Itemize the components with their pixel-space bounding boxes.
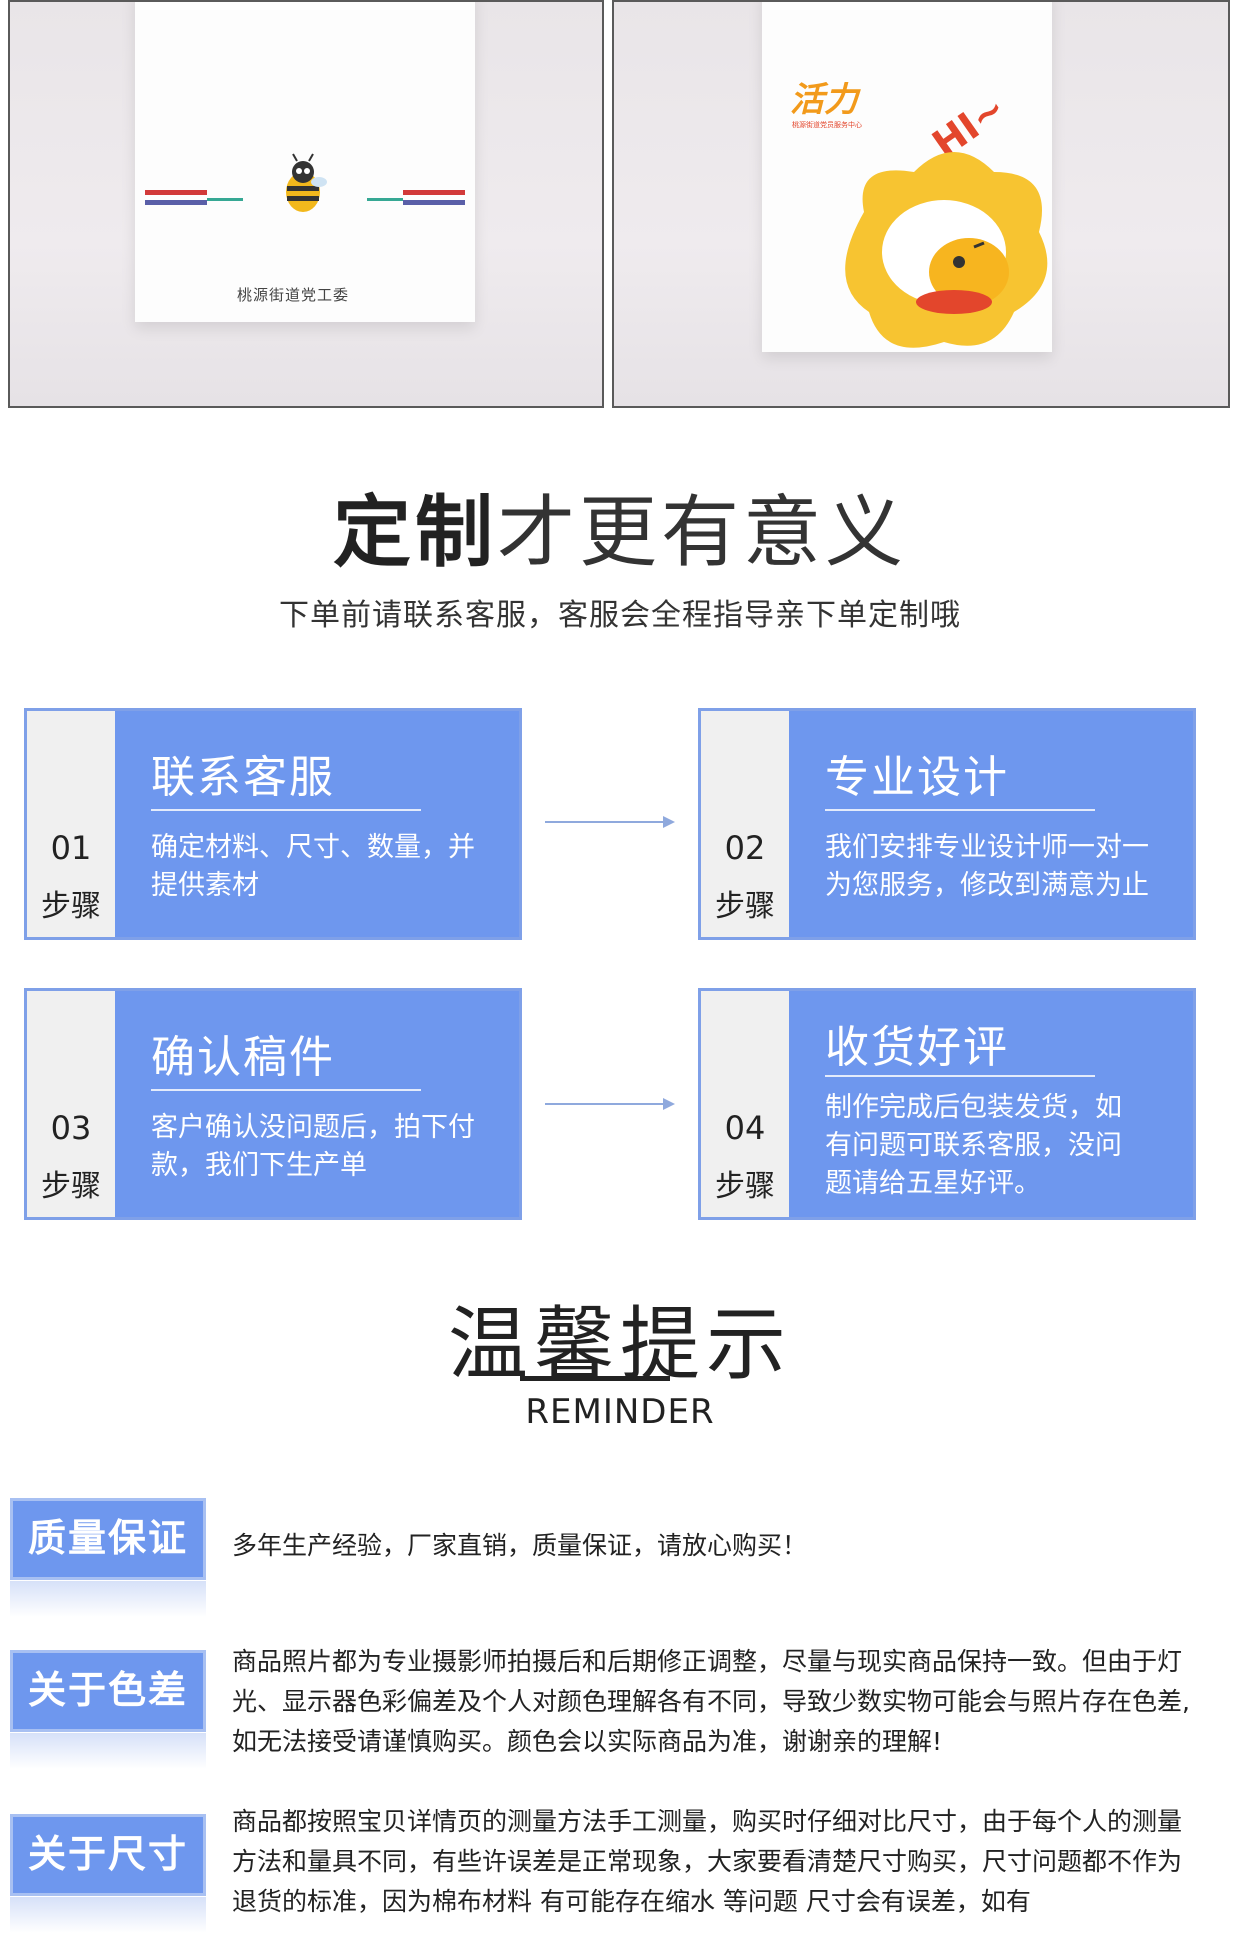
step-description: 我们安排专业设计师一对一为您服务，修改到满意为止 [825, 832, 1149, 901]
step-label: 步骤 [715, 1169, 775, 1204]
note-text-quality: 多年生产经验，厂家直销，质量保证，请放心购买！ [232, 1531, 808, 1560]
step-divider [151, 1089, 421, 1091]
bee-mascot-icon [286, 153, 327, 212]
step-index-panel: 03 步骤 [27, 991, 115, 1217]
step-divider [151, 809, 421, 811]
step-divider [825, 809, 1095, 811]
step-label: 步骤 [41, 1169, 101, 1204]
step-title: 收货好评 [825, 1022, 1009, 1073]
arrow-right-icon [545, 816, 675, 828]
step-label: 步骤 [41, 889, 101, 924]
step-index-panel: 02 步骤 [701, 711, 789, 937]
note-text-size: 商品都按照宝贝详情页的测量方法手工测量，购买时仔细对比尺寸，由于每个人的测量方法… [232, 1807, 1183, 1916]
step-card-2: 02 步骤 专业设计 我们安排专业设计师一对一为您服务，修改到满意为止 [698, 708, 1196, 940]
step-description: 制作完成后包装发货，如有问题可联系客服，没问题请给五星好评。 [825, 1092, 1122, 1199]
title-light: 才更有意义 [497, 488, 908, 578]
step-title: 确认稿件 [151, 1032, 335, 1083]
bag-print-text: 桃源街道党工委 [237, 286, 350, 304]
reminder-underline [520, 1376, 670, 1381]
step-card-4: 04 步骤 收货好评 制作完成后包装发货，如有问题可联系客服，没问题请给五星好评… [698, 988, 1196, 1220]
step-label: 步骤 [715, 889, 775, 924]
step-title: 联系客服 [151, 752, 335, 803]
star-mascot-icon [845, 152, 1048, 348]
note-text-color: 商品照片都为专业摄影师拍摄后和后期修正调整，尽量与现实商品保持一致。但由于灯光、… [232, 1647, 1190, 1756]
brand-subtext: 桃源街道党员服务中心 [792, 121, 862, 129]
tote-bag-white: 桃源街道党工委 [135, 2, 475, 322]
note-label-size: 关于尺寸 [10, 1814, 206, 1933]
step-description: 确定材料、尺寸、数量，并提供素材 [151, 832, 475, 901]
step-index-panel: 04 步骤 [701, 991, 789, 1217]
step-number: 03 [50, 1109, 92, 1147]
tote-bag-printed: 活力 桃源街道党员服务中心 HI~ [762, 2, 1052, 352]
step-card-1: 01 步骤 联系客服 确定材料、尺寸、数量，并提供素材 [24, 708, 522, 940]
step-title: 专业设计 [825, 752, 1009, 803]
reminder-title: 温馨提示 [448, 1298, 792, 1391]
step-number: 02 [724, 829, 766, 867]
page-title: 定制才更有意义 [0, 470, 1240, 582]
step-index-panel: 01 步骤 [27, 711, 115, 937]
arrow-right-icon [545, 1098, 675, 1110]
step-card-3: 03 步骤 确认稿件 客户确认没问题后，拍下付款，我们下生产单 [24, 988, 522, 1220]
step-number: 01 [50, 829, 92, 867]
title-bold: 定制 [332, 488, 497, 578]
product-photo-right: 活力 桃源街道党员服务中心 HI~ [612, 0, 1230, 408]
product-photo-left: 桃源街道党工委 [8, 0, 604, 408]
note-label-color: 关于色差 [10, 1650, 206, 1769]
brand-logo: 活力 [790, 80, 858, 120]
step-description: 客户确认没问题后，拍下付款，我们下生产单 [151, 1112, 475, 1181]
note-label-quality: 质量保证 [10, 1498, 206, 1617]
reminder-subtitle: REMINDER [525, 1392, 715, 1432]
step-number: 04 [724, 1109, 766, 1147]
page-subtitle: 下单前请联系客服，客服会全程指导亲下单定制哦 [279, 598, 961, 633]
step-divider [825, 1075, 1095, 1077]
